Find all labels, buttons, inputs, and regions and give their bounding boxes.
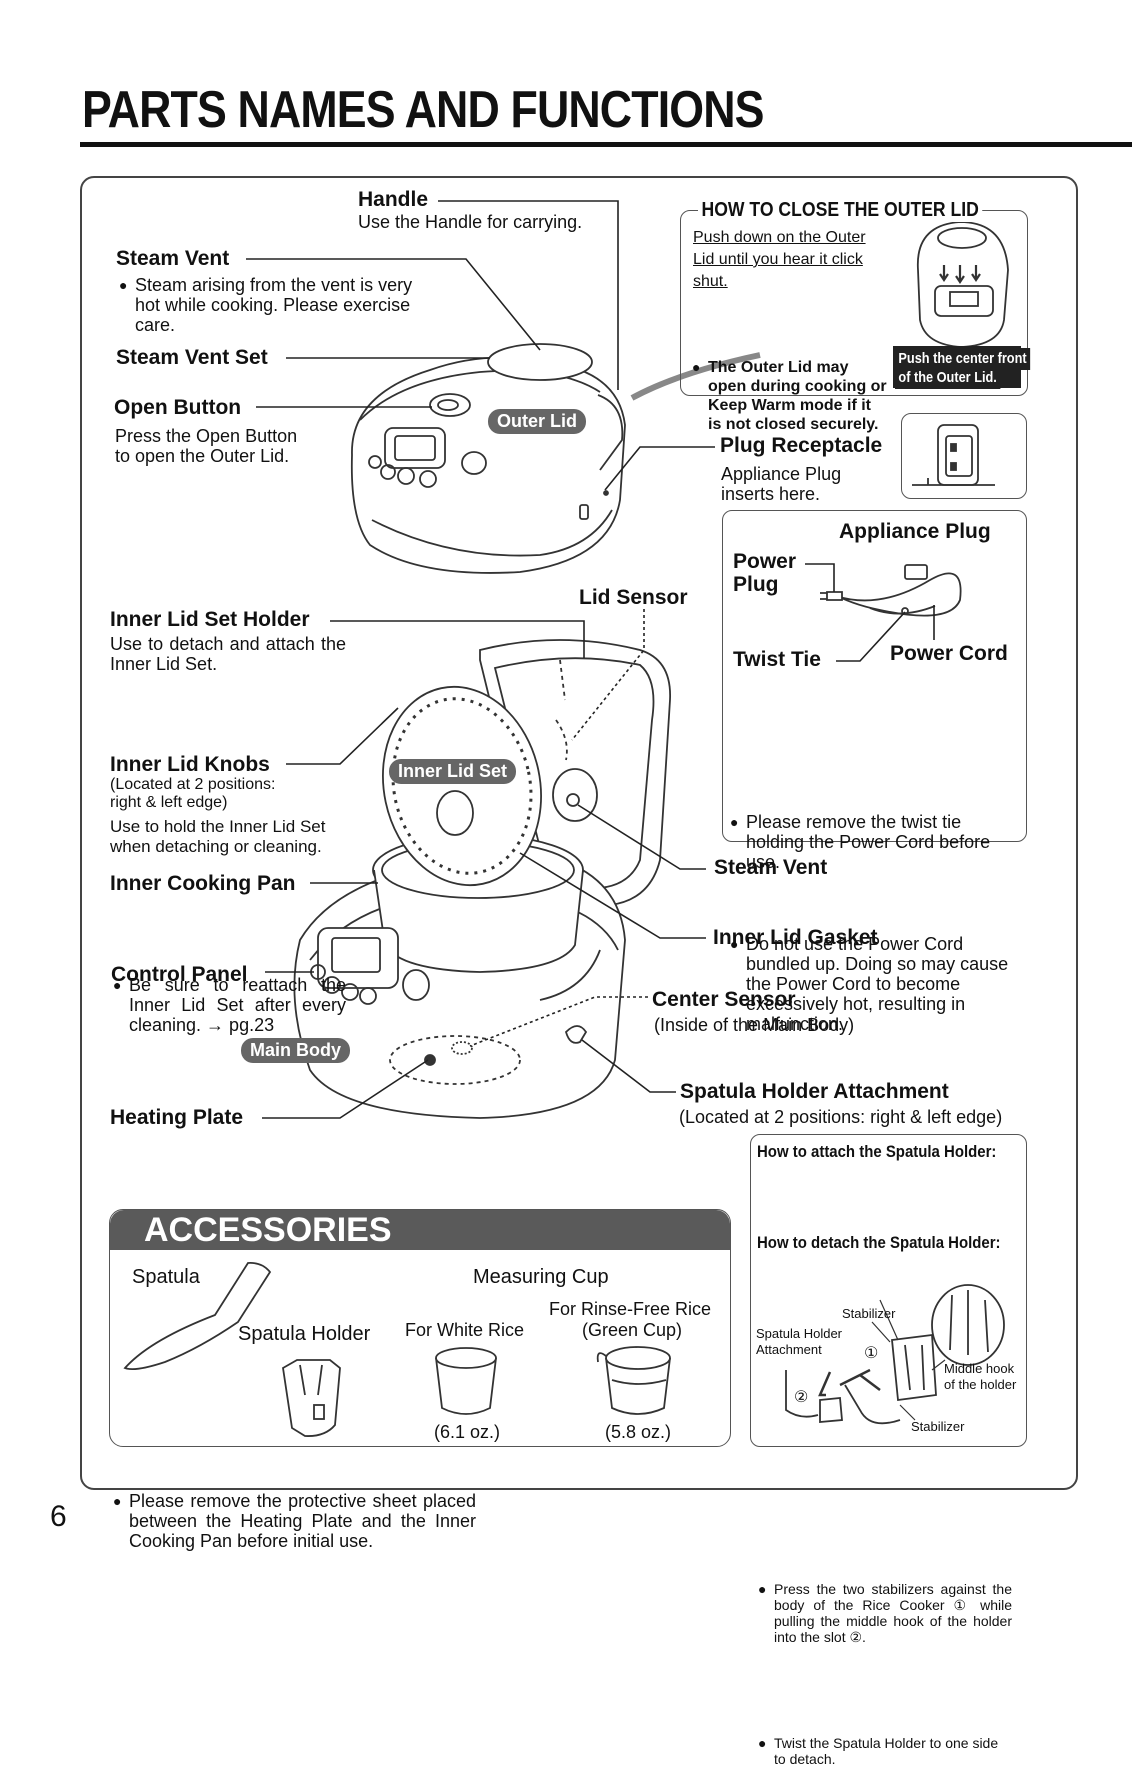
cord-bullet-2: Do not use the Power Cord bundled up. Do… (730, 934, 1018, 1034)
spatula-holder-howto-box (750, 1134, 1027, 1447)
close-lid-line-1: Push down on the Outer (693, 229, 866, 246)
middle-hook-label-1: Middle hook (944, 1361, 1015, 1376)
spatula-holder-illustration (282, 1359, 341, 1437)
plug-receptacle-illustration (912, 424, 995, 486)
handle-label: Handle (358, 188, 429, 211)
white-rice-cup-illustration (435, 1347, 497, 1415)
steam-vent-set-label: Steam Vent Set (116, 346, 268, 369)
stabilizer-top-label: Stabilizer (842, 1306, 896, 1321)
open-button-desc-2: to open the Outer Lid. (115, 446, 290, 466)
steam-vent-desc: Steam arising from the vent is very hot … (119, 275, 440, 335)
inner-lid-knobs-note-2: right & left edge) (110, 794, 228, 811)
attach-title: How to attach the Spatula Holder: (757, 1142, 997, 1161)
closed-cooker-illustration (350, 343, 626, 574)
center-sensor-label: Center Sensor (652, 988, 796, 1011)
main-body-tag: Main Body (241, 1038, 351, 1063)
spatula-holder-attachment-label: Spatula Holder Attachment (680, 1080, 949, 1103)
green-cup-illustration (596, 1346, 671, 1415)
title-rule (80, 142, 1132, 147)
spatula-holder-label: Spatula Holder (238, 1323, 371, 1345)
middle-hook-label-2: of the holder (944, 1377, 1017, 1392)
close-lid-line-2: Lid until you hear it click (693, 251, 863, 268)
white-rice-label: For White Rice (405, 1320, 525, 1340)
rinse-free-label-2: (Green Cup) (582, 1320, 683, 1340)
attachment-label-1: Spatula Holder (756, 1326, 842, 1341)
detach-text: Twist the Spatula Holder to one side to … (758, 1735, 1012, 1767)
power-plug-label-1: Power (733, 550, 797, 573)
spatula-label: Spatula (132, 1266, 200, 1288)
attachment-label-2: Attachment (756, 1342, 822, 1357)
close-lid-line-3: shut. (693, 273, 728, 290)
content-frame (80, 176, 1078, 1490)
close-lid-callout-1: Push the center front (895, 348, 1031, 370)
inner-lid-knobs-note-1: (Located at 2 positions: (110, 776, 276, 793)
inner-lid-set-holder-bullet: Be sure to reattach the Inner Lid Set af… (113, 975, 346, 1035)
control-panel-label: Control Panel (111, 963, 248, 986)
twist-tie-label: Twist Tie (733, 648, 821, 671)
inner-lid-set-holder-desc: Use to detach and attach the Inner Lid S… (110, 634, 346, 674)
spatula-holder-howto-illustration (785, 1284, 1005, 1425)
attach-text: Press the two stabilizers against the bo… (758, 1581, 1012, 1645)
plug-receptacle-box (901, 413, 1027, 499)
heating-plate-bullet: Please remove the protective sheet place… (113, 1491, 476, 1551)
plug-receptacle-desc-2: inserts here. (721, 484, 821, 504)
close-lid-title: HOW TO CLOSE THE OUTER LID (698, 199, 983, 222)
rinse-free-label-1: For Rinse-Free Rice (549, 1299, 712, 1319)
accessories-title: ACCESSORIES (110, 1210, 730, 1250)
plug-receptacle-label: Plug Receptacle (720, 434, 883, 457)
inner-lid-set-tag: Inner Lid Set (389, 759, 517, 784)
inner-lid-set-holder-label: Inner Lid Set Holder (110, 608, 310, 631)
spatula-holder-attachment-note: (Located at 2 positions: right & left ed… (679, 1107, 1003, 1127)
power-plug-label-2: Plug (733, 573, 779, 596)
steam-vent-label: Steam Vent (116, 247, 230, 270)
center-sensor-note: (Inside of the Main Body) (654, 1015, 855, 1035)
lid-sensor-label: Lid Sensor (579, 586, 688, 609)
open-button-desc-1: Press the Open Button (115, 426, 298, 446)
plug-receptacle-desc-1: Appliance Plug (721, 464, 842, 484)
outer-lid-tag: Outer Lid (488, 409, 586, 434)
inner-lid-knobs-desc-1: Use to hold the Inner Lid Set (110, 817, 326, 836)
close-lid-warning: The Outer Lid may open during cooking or… (692, 358, 888, 434)
open-button-label: Open Button (114, 396, 242, 419)
spatula-illustration (123, 1262, 272, 1371)
step-2-marker: ② (794, 1389, 809, 1406)
open-cooker-illustration (293, 639, 671, 1119)
appliance-plug-label: Appliance Plug (839, 520, 991, 543)
white-cup-size: (6.1 oz.) (434, 1422, 501, 1442)
inner-lid-knobs-label: Inner Lid Knobs (110, 753, 270, 776)
page-number: 6 (50, 1500, 67, 1533)
close-lid-callout-2: of the Outer Lid. (895, 367, 1001, 389)
cord-bullet-1: Please remove the twist tie holding the … (730, 812, 1018, 872)
detach-title: How to detach the Spatula Holder: (757, 1233, 1001, 1252)
inner-lid-gasket-label: Inner Lid Gasket (713, 926, 878, 949)
measuring-cup-label: Measuring Cup (473, 1266, 609, 1288)
stabilizer-bottom-label: Stabilizer (911, 1419, 965, 1434)
handle-desc: Use the Handle for carrying. (358, 212, 583, 232)
heating-plate-label: Heating Plate (110, 1106, 244, 1129)
accessories-box: ACCESSORIES (109, 1209, 731, 1447)
page-title: PARTS NAMES AND FUNCTIONS (82, 81, 764, 139)
power-cord-label: Power Cord (890, 642, 1008, 665)
steam-vent-inner-label: Steam Vent (714, 856, 828, 879)
close-lid-small-illustration (916, 221, 1009, 348)
power-cord-illustration (820, 564, 962, 617)
green-cup-size: (5.8 oz.) (605, 1422, 672, 1442)
inner-cooking-pan-label: Inner Cooking Pan (110, 872, 296, 895)
step-1-marker: ① (864, 1345, 879, 1362)
inner-lid-knobs-desc-2: when detaching or cleaning. (110, 837, 322, 856)
